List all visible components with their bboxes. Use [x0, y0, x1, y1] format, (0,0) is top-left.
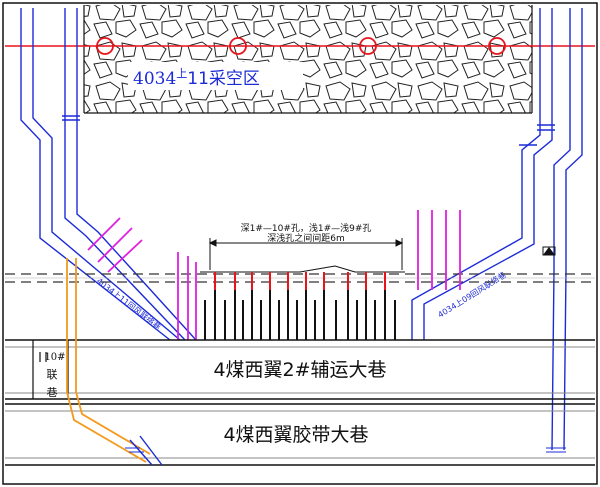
shallow-boreholes: [204, 300, 396, 340]
goaf-boundary-line: [5, 37, 595, 55]
lower-left-blue-roadway: [129, 435, 163, 466]
dimension-line: [208, 238, 404, 270]
goaf-label: 4034上11采空区: [133, 67, 260, 89]
dimension-note-line2: 深浅孔之间间距6m: [267, 232, 345, 244]
right-roadway: [411, 8, 583, 451]
left-roadway: [20, 8, 197, 341]
connection-label-number: 10#: [44, 352, 65, 363]
connection-label-bottom: 巷: [47, 386, 58, 399]
upper-roadway-label: 4煤西翼2#辅运大巷: [213, 359, 386, 381]
borehole-circle: [488, 37, 506, 55]
borehole-circle: [229, 37, 247, 55]
connection-roadway: [32, 340, 69, 399]
left-incline-label: 4034上11回风联络巷: [95, 276, 163, 332]
upper-main-roadway: [5, 339, 595, 400]
magenta-boreholes: [87, 210, 461, 340]
goaf-zone: [83, 5, 533, 114]
orange-roadway: [66, 258, 151, 463]
borehole-circle: [359, 37, 377, 55]
deep-boreholes: [214, 272, 386, 340]
dimension-note-line1: 深1#—10#孔，浅1#—浅9#孔: [241, 222, 372, 234]
lower-main-roadway: [5, 403, 595, 466]
connection-label-mid: 联: [47, 368, 58, 381]
borehole-circle: [96, 37, 114, 55]
right-equipment-symbol: [542, 246, 556, 256]
hole-head-outline: [200, 265, 405, 273]
seam-dashed-lines: [5, 273, 595, 283]
lower-roadway-label: 4煤西翼胶带大巷: [223, 424, 368, 446]
